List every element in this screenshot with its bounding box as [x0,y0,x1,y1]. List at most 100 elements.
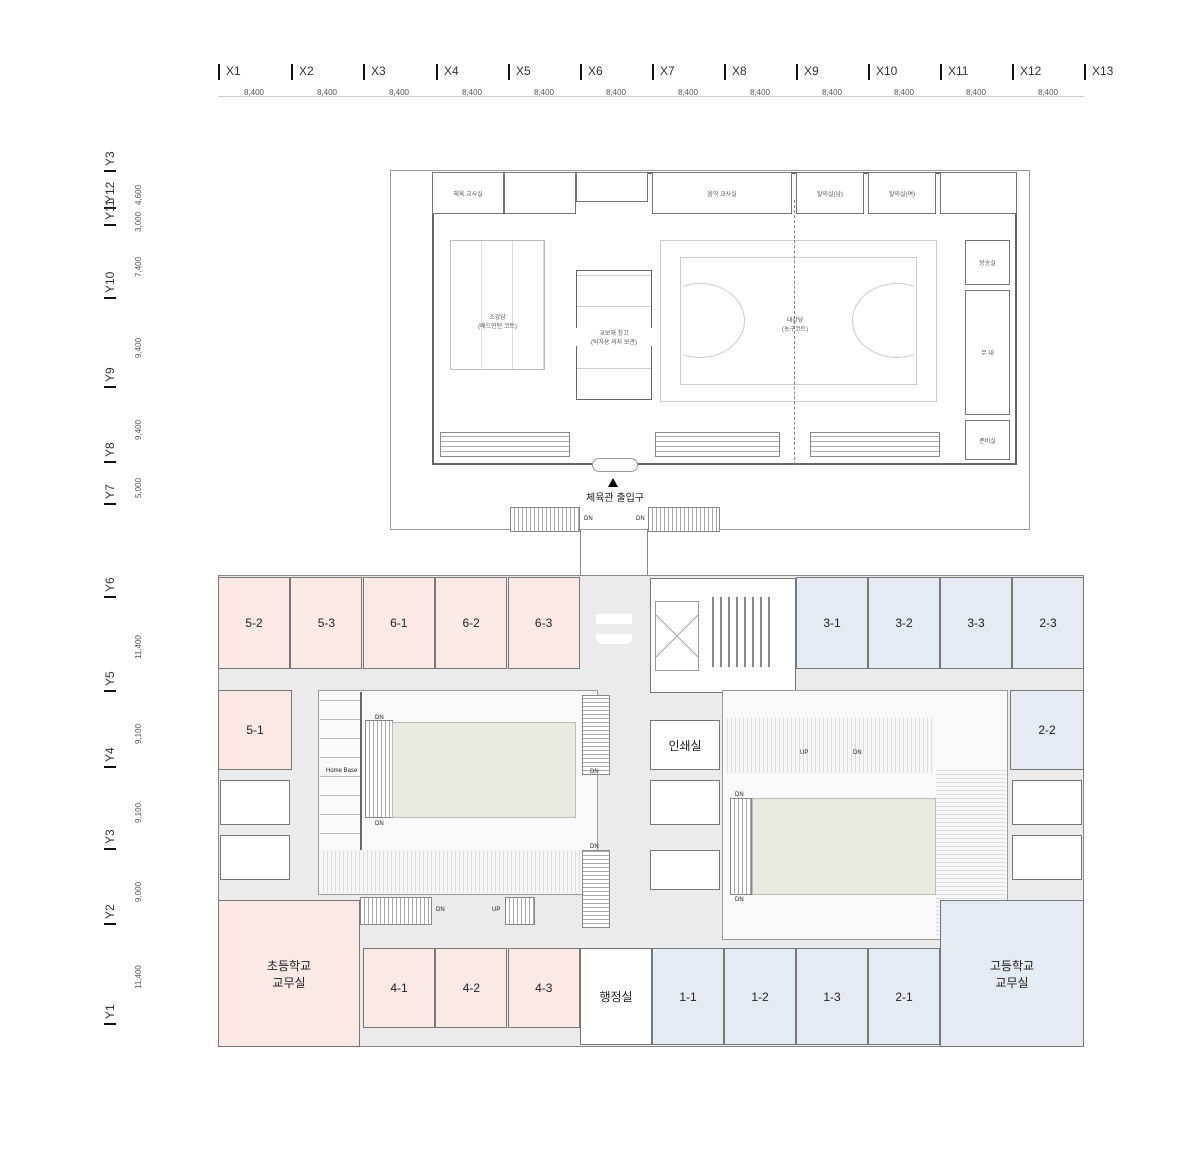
room-locker-m: 탈의실(남) [796,172,864,214]
room-broadcast: 방송실 [965,240,1010,285]
bridge-stair-right [648,507,720,532]
grid-y-span: 9,000 [134,881,143,902]
high-school-courtyard-garden [752,798,936,895]
grid-y-label: Y9 [103,367,117,388]
stair-elem-1 [582,695,610,775]
stair-up-label: UP [800,750,809,756]
grid-x-span: 8,400 [749,88,771,97]
badminton-court [450,240,545,370]
classroom-5-1: 5-1 [218,690,292,770]
grid-y-label: Y3 [103,829,117,850]
grid-y-span: 9,100 [134,723,143,744]
grid-x-label: X6 [580,64,603,80]
room-label: 무 대 [981,351,994,357]
grid-x-label: X4 [436,64,459,80]
stair-dn-label: DN [375,821,384,827]
classroom: 2-3 [1012,577,1084,669]
stair-elem-2 [582,850,610,928]
classroom: 5-3 [290,577,363,669]
room-toilet [220,780,290,825]
grid-y-span: 4,600 [134,184,143,205]
grid-x-span: 8,400 [388,88,410,97]
stair-dn-label: DN [584,516,593,522]
grid-x-label: X5 [508,64,531,80]
grid-x-span: 8,400 [821,88,843,97]
grid-y-label: Y3 [103,151,117,172]
room-toilet [504,172,576,214]
entrance-doors [592,458,638,472]
grid-y-span: 11,400 [134,635,143,659]
auditorium-seating [706,597,776,667]
bleachers [655,432,780,457]
grid-y-label: Y1 [103,1004,117,1025]
room-prep: 준비실 [965,420,1010,460]
grid-x-span: 8,400 [1037,88,1059,97]
elementary-staff-room: 초등학교 교무실 [218,900,360,1047]
classroom-2-2: 2-2 [1010,690,1084,770]
room-toilet [650,780,720,825]
classroom: 1-3 [796,948,868,1045]
connector-corridor [580,530,648,580]
grid-y-label: Y8 [103,442,117,463]
room-stair-core [1012,835,1082,880]
grid-y-span: 9,400 [134,337,143,358]
study-lounge-2 [724,718,934,773]
grid-y-label: Y10 [103,271,117,299]
basketball-court-inner [680,257,917,385]
court-center-line [794,200,795,465]
classroom: 4-2 [435,948,508,1028]
room-music-office: 음악 교사실 [652,172,792,214]
classroom: 6-2 [435,577,508,669]
classroom: 6-1 [362,577,435,669]
classroom: 1-2 [724,948,796,1045]
grid-y-label: Y4 [103,747,117,768]
grid-y-span: 11,400 [134,965,143,989]
grid-x-label: X3 [363,64,386,80]
room-pe-office: 체육 교사실 [432,172,504,214]
study-lounge [320,850,596,893]
grid-x-span: 8,400 [243,88,265,97]
grid-x-span: 8,400 [893,88,915,97]
grid-y-label: Y2 [103,904,117,925]
room-label: 음악 교사실 [707,191,737,198]
grid-y-label: Y5 [103,671,117,692]
stair-dn-label: DN [853,750,862,756]
grid-y-span: 3,000 [134,211,143,232]
room-label: 5-1 [246,723,264,737]
classroom: 4-3 [507,948,580,1028]
high-school-staff-room: 고등학교 교무실 [940,900,1084,1047]
label-storage: 교보재 창고 (탁자용 의자 보관) [576,328,652,346]
room-stair-core [650,850,720,890]
grid-y-span: 9,100 [134,802,143,823]
classroom: 3-3 [940,577,1012,669]
classroom: 3-2 [868,577,940,669]
room-toilet-2 [940,172,1017,214]
room-stair-core [576,172,648,202]
grid-x-label: X9 [796,64,819,80]
grid-y-span: 9,400 [134,419,143,440]
room-label: 탈의실(남) [816,191,844,198]
grid-x-label: X1 [218,64,241,80]
admin-office: 행정실 [580,948,652,1045]
atrium-steps [365,720,393,818]
corridor-doors [596,604,632,644]
grid-y-label: Y11 [103,199,117,226]
grid-x-label: X13 [1084,64,1113,80]
room-label: 방송실 [979,261,996,267]
label-small-hall: 소강당 (배드민턴 코트) [478,315,517,330]
grid-y-span: 7,400 [134,256,143,277]
room-label: 준비실 [979,438,996,445]
stair-dn-label: DN [436,907,445,913]
grid-y-label: Y7 [103,484,117,505]
classroom: 4-1 [363,948,435,1028]
stair-elem-4 [505,897,535,925]
room-label: 행정실 [599,990,633,1004]
grid-x-span: 8,400 [316,88,338,97]
stair-dn-label: DN [375,715,384,721]
bleachers [810,432,940,457]
classroom: 3-1 [796,577,868,669]
home-base-label: Home Base [326,768,358,774]
room-label: 탈의실(여) [888,191,916,198]
grid-x-label: X8 [724,64,747,80]
stage: 무 대 [965,290,1010,415]
